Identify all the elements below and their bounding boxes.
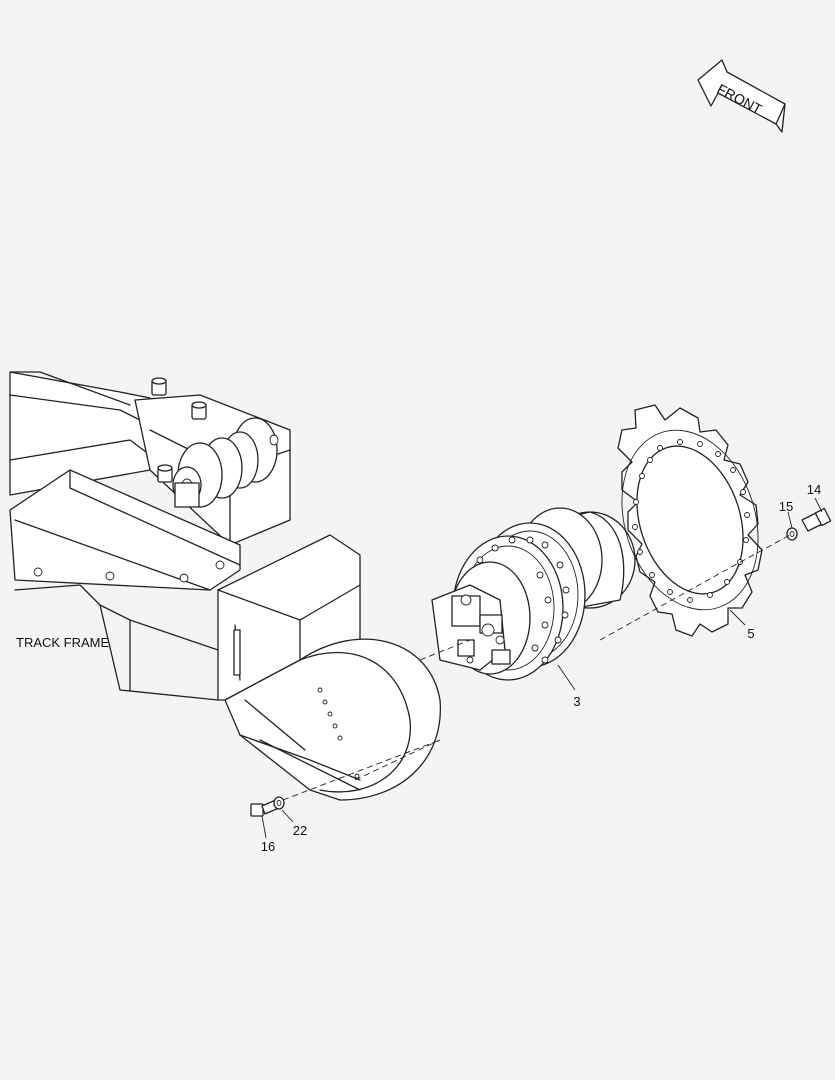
frame-mount-bolt [250,798,282,817]
frame-mount-washer [273,796,285,810]
carrier-roller [172,417,279,508]
sprocket [617,404,763,637]
callout-14: 14 [807,482,821,497]
travel-motor [431,507,636,681]
frame-bolt [191,401,207,420]
sprocket-washer [786,527,798,541]
sprocket-bolt [801,507,832,532]
sprocket-bolt-holes [632,439,750,603]
callout-16: 16 [261,839,275,854]
front-arrow-icon: FRONT [697,59,786,133]
callout-3: 3 [573,694,580,709]
callout-15: 15 [779,499,793,514]
callout-22: 22 [293,823,307,838]
frame-bolt [157,464,173,483]
track-frame [9,371,441,801]
frame-bolt [151,377,167,396]
track-frame-label: TRACK FRAME [16,635,110,650]
motor-flange-bolts [476,536,570,664]
callout-5: 5 [747,626,754,641]
